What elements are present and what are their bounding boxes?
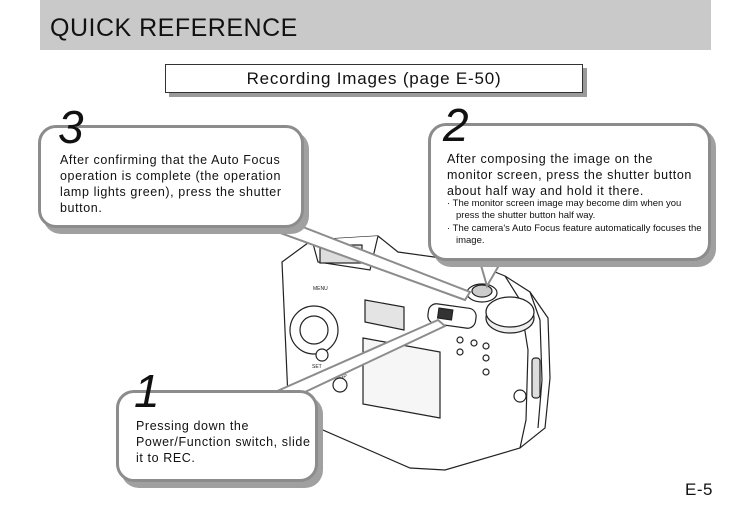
menu-label: MENU — [313, 286, 328, 292]
step-3-number: 3 — [58, 101, 84, 153]
set-button — [315, 348, 329, 362]
page-title: QUICK REFERENCE — [50, 14, 298, 42]
lamp-window — [364, 299, 405, 331]
step-1-number: 1 — [134, 365, 160, 417]
step-2-notes: · The monitor screen image may become di… — [447, 198, 705, 248]
disp-button — [332, 377, 348, 393]
page-number: E-5 — [685, 480, 713, 499]
set-label: SET — [312, 364, 322, 370]
control-pad — [289, 305, 339, 355]
header-bar: QUICK REFERENCE — [40, 0, 711, 50]
note-item: · The camera's Auto Focus feature automa… — [447, 223, 702, 246]
step-3-text: After confirming that the Auto Focus ope… — [60, 153, 282, 215]
step-2-text: After composing the image on the monitor… — [447, 152, 692, 198]
callout-step-3: After confirming that the Auto Focus ope… — [38, 125, 304, 228]
step-2-number: 2 — [443, 99, 469, 151]
note-item: · The monitor screen image may become di… — [447, 198, 682, 221]
lcd-monitor — [362, 337, 441, 419]
camera-side-edge — [504, 275, 529, 449]
step-1-text: Pressing down the Power/Function switch,… — [136, 419, 311, 465]
section-title: Recording Images (page E-50) — [165, 64, 583, 93]
callout-step-2: After composing the image on the monitor… — [428, 123, 711, 261]
disp-label: DISP — [335, 374, 347, 380]
callout-step-1: Pressing down the Power/Function switch,… — [116, 390, 318, 482]
